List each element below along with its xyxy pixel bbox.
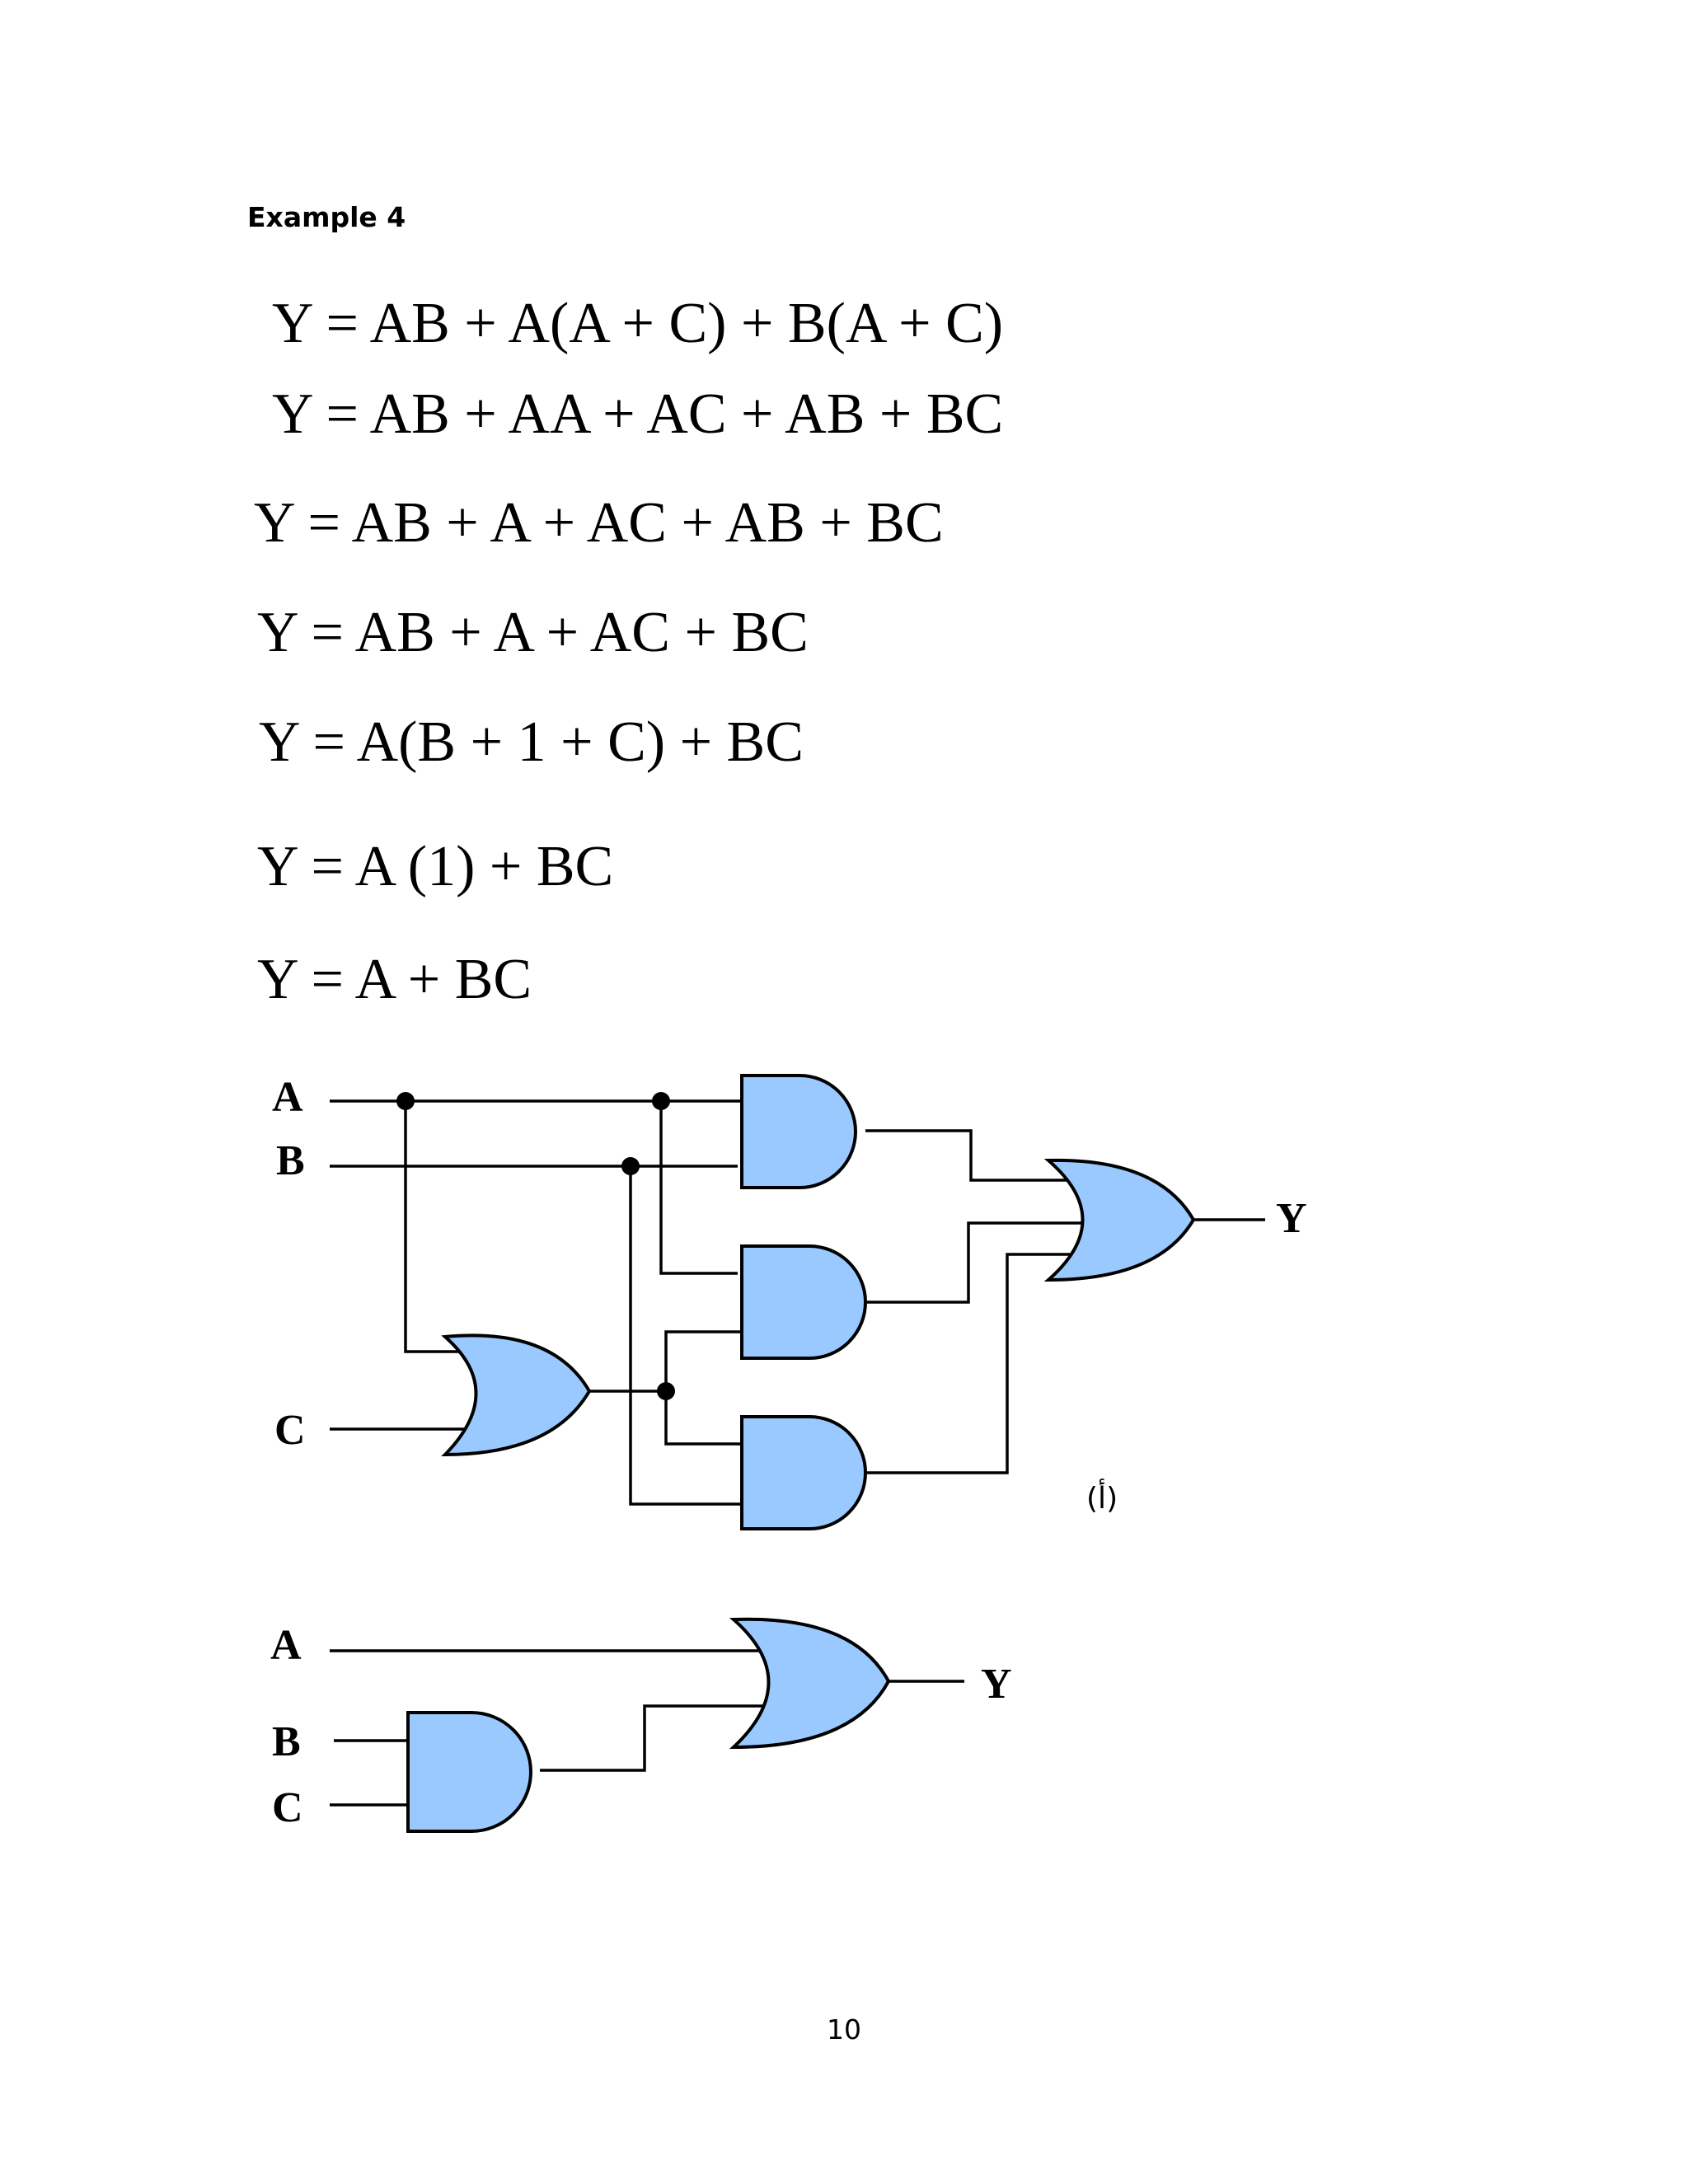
equation-5: Y = A(B + 1 + C) + BC (259, 710, 804, 774)
example-heading: Example 4 (247, 201, 406, 233)
equation-7: Y = A + BC (257, 948, 532, 1011)
circuit1-output-y-label: Y (1276, 1195, 1307, 1242)
circuit2-output-y-label: Y (981, 1661, 1012, 1708)
circuit1-or-gate-a-c (441, 1333, 592, 1457)
circuit1-and-gate-ab (740, 1074, 857, 1189)
circuit1-junctions (396, 1092, 675, 1400)
circuit2-input-c-label: C (272, 1784, 303, 1831)
equation-2: Y = AB + AA + AC + AB + BC (272, 382, 1004, 446)
page-number: 10 (827, 2013, 861, 2046)
circuit-simplified: A B C Y (270, 1617, 1012, 1833)
circuit-original: A B C Y (أ) (272, 1074, 1307, 1530)
circuit2-wires (330, 1649, 964, 1807)
equation-4: Y = AB + A + AC + BC (257, 601, 809, 664)
junction-dot (657, 1382, 675, 1400)
circuit2-input-a-label: A (270, 1622, 302, 1669)
circuit1-input-b-label: B (276, 1137, 305, 1184)
equation-3: Y = AB + A + AC + AB + BC (254, 491, 944, 555)
circuit1-input-a-label: A (272, 1074, 303, 1121)
junction-dot (652, 1092, 670, 1110)
circuit1-input-c-label: C (274, 1407, 306, 1454)
circuit1-caption: (أ) (1086, 1479, 1118, 1516)
circuit2-and-gate-bc (406, 1711, 532, 1833)
circuit1-and-gate-a-ac (740, 1244, 867, 1360)
junction-dot (396, 1092, 415, 1110)
equation-6: Y = A (1) + BC (257, 835, 614, 898)
equation-1: Y = AB + A(A + C) + B(A + C) (272, 292, 1004, 355)
circuit2-or-gate-final (729, 1617, 891, 1750)
circuit2-input-b-label: B (272, 1718, 301, 1765)
circuit1-wires (330, 1099, 1265, 1506)
circuit1-and-gate-b-ac (740, 1415, 867, 1530)
circuit1-or-gate-final (1043, 1158, 1196, 1282)
junction-dot (621, 1157, 640, 1175)
